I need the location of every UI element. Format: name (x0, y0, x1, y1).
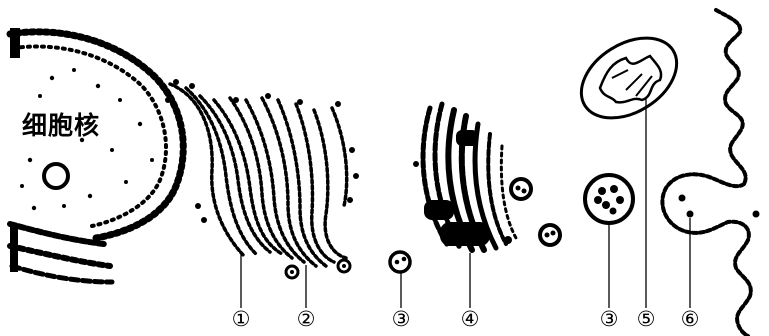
exocytosis-contents (678, 194, 760, 218)
small-vesicles (284, 258, 352, 280)
label-3-left: ③ (391, 307, 411, 331)
rough-er-ribosomes (165, 79, 359, 223)
label-5: ⑤ (636, 307, 656, 331)
mitochondrion (579, 36, 679, 120)
golgi-blobs (413, 130, 512, 246)
label-4: ④ (460, 307, 480, 331)
label-2: ② (296, 307, 316, 331)
label-6: ⑥ (680, 307, 700, 331)
chromatin-dots (10, 28, 154, 272)
cell-membrane (660, 8, 753, 336)
small-vesicle-cores (290, 264, 346, 274)
vesicle-3-right (583, 173, 635, 225)
leader-lines (240, 98, 691, 308)
label-1: ① (231, 307, 251, 331)
golgi-vesicles (509, 177, 562, 247)
rough-er (168, 82, 349, 268)
nucleus (6, 28, 187, 285)
label-3-right: ③ (599, 307, 619, 331)
nucleus-label: 细胞核 (22, 111, 101, 140)
vesicle-3-left (388, 250, 412, 274)
